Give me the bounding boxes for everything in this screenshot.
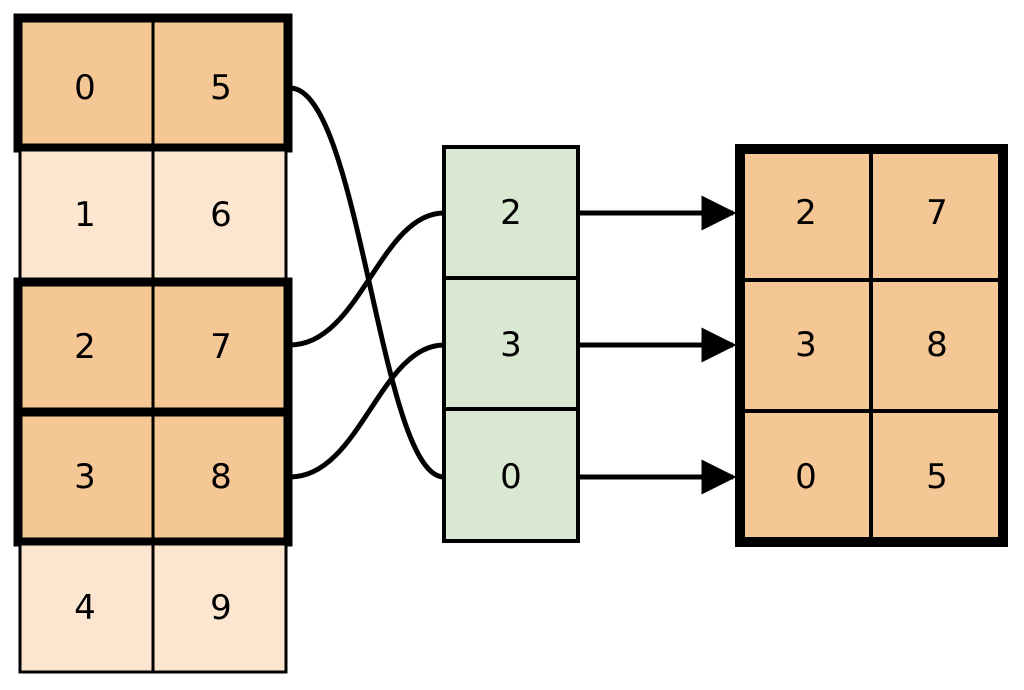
index-slot-0-value: 2 xyxy=(500,193,522,233)
source-cell-4-1: 9 xyxy=(210,588,232,628)
source-cell-1-0: 1 xyxy=(74,195,96,235)
result-arrows xyxy=(580,195,737,495)
source-row-3[interactable]: 3 8 xyxy=(13,407,293,547)
index-slot-1[interactable]: 3 xyxy=(442,276,580,411)
source-cell-0-0: 0 xyxy=(74,68,96,108)
result-cell-2-1: 5 xyxy=(926,457,948,497)
index-slot-0[interactable]: 2 xyxy=(442,145,580,280)
connector-curve-row2-to-slot0 xyxy=(287,210,447,348)
source-cell-4-0: 4 xyxy=(74,588,96,628)
result-cell-0-0: 2 xyxy=(795,193,817,233)
result-row-2[interactable]: 0 5 xyxy=(795,457,948,497)
index-slot-0-outline xyxy=(442,145,580,280)
result-cell-1-1: 8 xyxy=(926,325,948,365)
source-cell-3-1: 8 xyxy=(210,457,232,497)
source-cell-3-0: 3 xyxy=(74,457,96,497)
source-row-2[interactable]: 2 7 xyxy=(13,277,293,417)
index-slot-2[interactable]: 0 xyxy=(442,407,580,543)
index-slot-2-outline xyxy=(442,407,580,543)
index-vector-column: 2 3 0 xyxy=(442,145,580,543)
source-cell-2-1: 7 xyxy=(210,327,232,367)
index-slot-2-value: 0 xyxy=(500,457,522,497)
source-cell-1-1: 6 xyxy=(210,195,232,235)
connector-curve-row3-to-slot1 xyxy=(287,342,447,480)
source-row-0[interactable]: 0 5 xyxy=(13,13,293,153)
connector-curves xyxy=(287,85,447,480)
result-row-1[interactable]: 3 8 xyxy=(795,325,948,365)
result-cell-0-1: 7 xyxy=(926,193,948,233)
index-slot-1-value: 3 xyxy=(500,325,522,365)
source-row-4[interactable]: 4 9 xyxy=(18,542,288,674)
source-cell-0-1: 5 xyxy=(210,68,232,108)
source-array-table: 0 5 1 6 2 7 3 8 xyxy=(13,13,293,674)
result-array-table: 2 7 3 8 0 5 xyxy=(735,144,1008,547)
source-row-1[interactable]: 1 6 xyxy=(18,148,288,282)
result-cell-1-0: 3 xyxy=(795,325,817,365)
index-slot-1-outline xyxy=(442,276,580,411)
source-cell-2-0: 2 xyxy=(74,327,96,367)
result-row-0[interactable]: 2 7 xyxy=(795,193,948,233)
result-cell-2-0: 0 xyxy=(795,457,817,497)
